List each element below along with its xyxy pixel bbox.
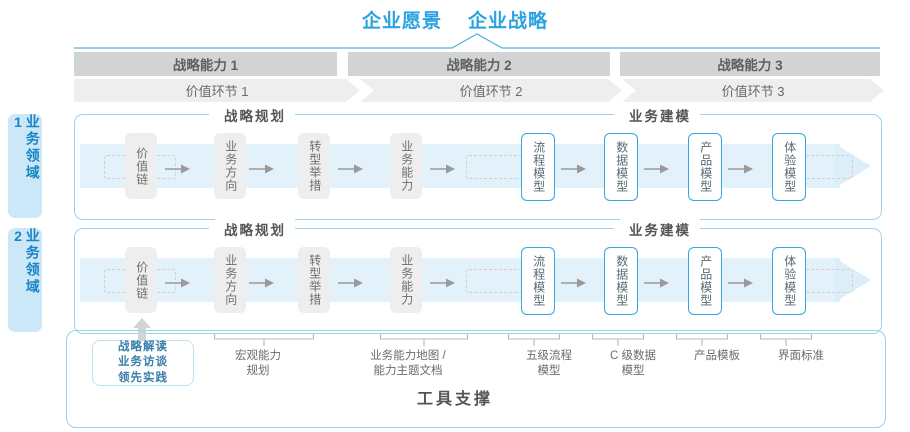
capability-bar-1: 战略能力 1 — [74, 52, 337, 76]
value-chain-bar-label: 价值环节 3 — [721, 84, 785, 99]
callout-up-arrow — [133, 318, 151, 340]
flow-arrow-2-7 — [728, 275, 754, 288]
capability-bar-label: 战略能力 2 — [446, 58, 512, 73]
flow-band-body — [80, 144, 840, 188]
flow-node-label: 业务能力 — [399, 140, 414, 192]
flow-arrow-1-3 — [338, 161, 364, 174]
flow-node-1-4[interactable]: 业务能力 — [390, 133, 422, 199]
caption-4: C 级数据 模型 — [610, 350, 656, 377]
flow-node-1-8[interactable]: 体验模型 — [772, 133, 806, 201]
flow-arrow-2-1 — [165, 275, 191, 288]
panel-legend-1-1: 战略规划 — [215, 105, 295, 125]
flow-arrow-2-4 — [430, 275, 456, 288]
flow-node-label: 体验模型 — [782, 141, 797, 193]
enterprise-vision-title: 企业愿景 — [361, 10, 442, 32]
peak-connector-line — [74, 33, 880, 49]
flow-arrow-2-6 — [644, 275, 670, 288]
capability-bar-label: 战略能力 1 — [172, 58, 239, 73]
flow-node-2-6[interactable]: 数据模型 — [604, 247, 638, 315]
flow-node-label: 体验模型 — [782, 255, 797, 307]
domain-tab-label: 业务领域 1 — [10, 114, 41, 182]
tool-support-title: 工具支撑 — [416, 391, 493, 408]
capability-bar-2: 战略能力 2 — [348, 52, 610, 76]
caption-3: 五级流程 模型 — [526, 350, 572, 377]
flow-node-1-5[interactable]: 流程模型 — [521, 133, 555, 201]
flow-node-label: 业务能力 — [399, 254, 414, 306]
flow-node-2-5[interactable]: 流程模型 — [521, 247, 555, 315]
flow-node-label: 转型举措 — [307, 140, 322, 192]
flow-node-2-4[interactable]: 业务能力 — [390, 247, 422, 313]
flow-node-label: 数据模型 — [614, 141, 629, 193]
flow-node-label: 价值链 — [134, 260, 149, 300]
value-chain-bar-label: 价值环节 1 — [185, 84, 249, 99]
flow-node-label: 产品模型 — [698, 255, 713, 307]
caption-2: 业务能力地图 / 能力主题文档 — [370, 350, 446, 377]
domain-tab-label: 业务领域 2 — [10, 228, 41, 296]
flow-node-2-2[interactable]: 业务方向 — [214, 247, 246, 313]
domain-tab-1: 业务领域 1 — [8, 114, 42, 218]
flow-node-2-3[interactable]: 转型举措 — [298, 247, 330, 313]
caption-1: 宏观能力 规划 — [235, 350, 281, 377]
tool-support-panel — [66, 330, 886, 428]
flow-band-body — [80, 258, 840, 302]
flow-node-label: 业务方向 — [223, 140, 238, 192]
flow-arrow-1-5 — [561, 161, 587, 174]
row-panel-2 — [74, 228, 882, 334]
flow-arrow-2-2 — [249, 275, 275, 288]
value-chain-bar-2: 价值环节 2 — [360, 79, 622, 102]
flow-node-1-6[interactable]: 数据模型 — [604, 133, 638, 201]
row-panel-1 — [74, 114, 882, 220]
flow-arrow-1-1 — [165, 161, 191, 174]
flow-node-label: 转型举措 — [307, 254, 322, 306]
capability-bar-3: 战略能力 3 — [620, 52, 880, 76]
vision-strategy-header: 企业愿景 企业战略 — [0, 4, 910, 34]
caption-bracket-6 — [760, 333, 812, 346]
capability-bar-label: 战略能力 3 — [717, 58, 783, 73]
panel-legend-1-2: 业务建模 — [620, 105, 700, 125]
caption-bracket-4 — [592, 333, 644, 346]
flow-arrow-2-5 — [561, 275, 587, 288]
flow-node-label: 流程模型 — [531, 255, 546, 307]
flow-node-1-2[interactable]: 业务方向 — [214, 133, 246, 199]
panel-legend-2-1: 战略规划 — [215, 219, 295, 239]
flow-arrow-2-3 — [338, 275, 364, 288]
flow-node-2-7[interactable]: 产品模型 — [688, 247, 722, 315]
caption-5: 产品模板 — [694, 350, 740, 362]
flow-node-2-8[interactable]: 体验模型 — [772, 247, 806, 315]
caption-bracket-3 — [508, 333, 560, 346]
enterprise-strategy-title: 企业战略 — [468, 10, 549, 32]
flow-arrow-1-4 — [430, 161, 456, 174]
caption-6: 界面标准 — [778, 350, 824, 362]
value-chain-bar-1: 价值环节 1 — [74, 79, 360, 102]
flow-node-1-3[interactable]: 转型举措 — [298, 133, 330, 199]
flow-node-label: 业务方向 — [223, 254, 238, 306]
flow-node-1-1[interactable]: 价值链 — [125, 133, 157, 199]
strategy-input-callout: 战略解读 业务访谈 领先实践 — [92, 340, 194, 386]
caption-bracket-2 — [380, 333, 468, 346]
flow-node-2-1[interactable]: 价值链 — [125, 247, 157, 313]
value-chain-bar-3: 价值环节 3 — [622, 79, 884, 102]
flow-node-label: 产品模型 — [698, 141, 713, 193]
domain-tab-2: 业务领域 2 — [8, 228, 42, 332]
flow-arrow-1-2 — [249, 161, 275, 174]
caption-bracket-1 — [214, 333, 314, 346]
flow-node-1-7[interactable]: 产品模型 — [688, 133, 722, 201]
caption-bracket-5 — [676, 333, 728, 346]
flow-node-label: 数据模型 — [614, 255, 629, 307]
flow-arrow-1-7 — [728, 161, 754, 174]
flow-node-label: 价值链 — [134, 146, 149, 186]
flow-node-label: 流程模型 — [531, 141, 546, 193]
panel-legend-2-2: 业务建模 — [620, 219, 700, 239]
value-chain-bar-label: 价值环节 2 — [459, 84, 523, 99]
flow-arrow-1-6 — [644, 161, 670, 174]
